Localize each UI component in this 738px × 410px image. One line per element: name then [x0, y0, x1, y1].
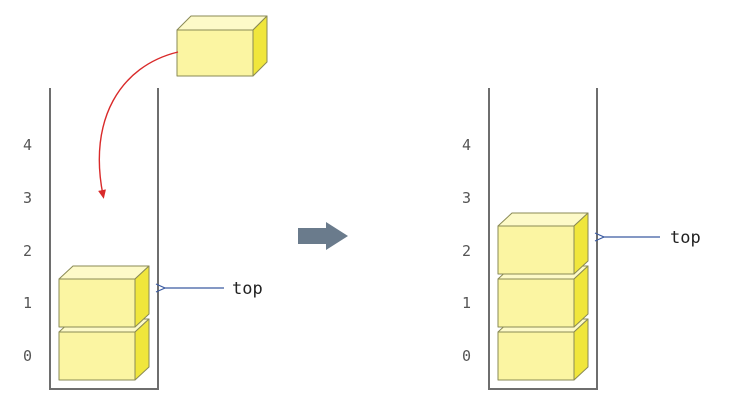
box-front-face: [58, 278, 136, 328]
box-front-face: [176, 29, 254, 77]
stack-container-left: [49, 88, 159, 390]
index-label-2: 2: [23, 242, 32, 260]
index-label-4: 4: [462, 136, 471, 154]
box-side-face: [252, 15, 268, 77]
box-side-face: [573, 318, 589, 381]
index-label-0: 0: [462, 347, 471, 365]
index-label-2: 2: [462, 242, 471, 260]
index-label-1: 1: [462, 294, 471, 312]
stack-after: 0 1 2 3 4 top: [462, 88, 701, 390]
box-top-face: [497, 212, 589, 227]
stack-boxes-right: [497, 212, 589, 381]
top-label-right: top: [670, 228, 701, 248]
box-side-face: [573, 265, 589, 328]
box-front-face: [58, 331, 136, 381]
box-top-face: [58, 265, 150, 280]
stack-box-2: [497, 212, 589, 275]
box-side-face: [134, 265, 150, 328]
stack-before: 0 1 2 3 4 top: [23, 88, 263, 390]
incoming-box-shape: [176, 15, 268, 77]
index-label-3: 3: [462, 189, 471, 207]
box-front-face: [497, 331, 575, 381]
index-labels-left: 0 1 2 3 4: [23, 136, 32, 365]
index-labels-right: 0 1 2 3 4: [462, 136, 471, 365]
transition-arrow: [298, 222, 348, 250]
stack-box-0: [58, 318, 150, 381]
incoming-box: [176, 15, 268, 77]
push-arrow: [98, 51, 179, 199]
index-label-0: 0: [23, 347, 32, 365]
box-side-face: [573, 212, 589, 275]
box-front-face: [497, 278, 575, 328]
top-label-left: top: [232, 279, 263, 299]
box-top-face: [176, 15, 268, 31]
index-label-3: 3: [23, 189, 32, 207]
index-label-4: 4: [23, 136, 32, 154]
stack-box-1: [497, 265, 589, 328]
stack-boxes-left: [58, 265, 150, 381]
stack-box-0: [497, 318, 589, 381]
box-front-face: [497, 225, 575, 275]
stack-box-1: [58, 265, 150, 328]
box-side-face: [134, 318, 150, 381]
index-label-1: 1: [23, 294, 32, 312]
